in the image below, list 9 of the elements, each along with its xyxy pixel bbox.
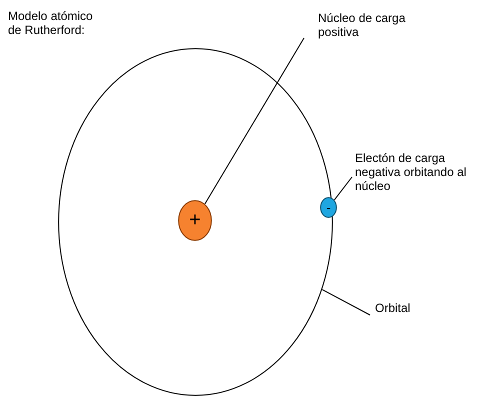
callout-label: Orbital [375, 301, 412, 315]
leader-line [204, 38, 304, 204]
leader-line [334, 176, 352, 200]
leader-line [322, 289, 370, 316]
plus-sign: + [189, 210, 201, 230]
diagram-title: Modelo atómico de Rutherford: [8, 9, 94, 37]
minus-sign: - [326, 200, 331, 214]
callout-label: Núcleo de carga positiva [318, 11, 406, 39]
callout-label: Electón de carga negativa orbitando al núcleo [355, 151, 467, 193]
